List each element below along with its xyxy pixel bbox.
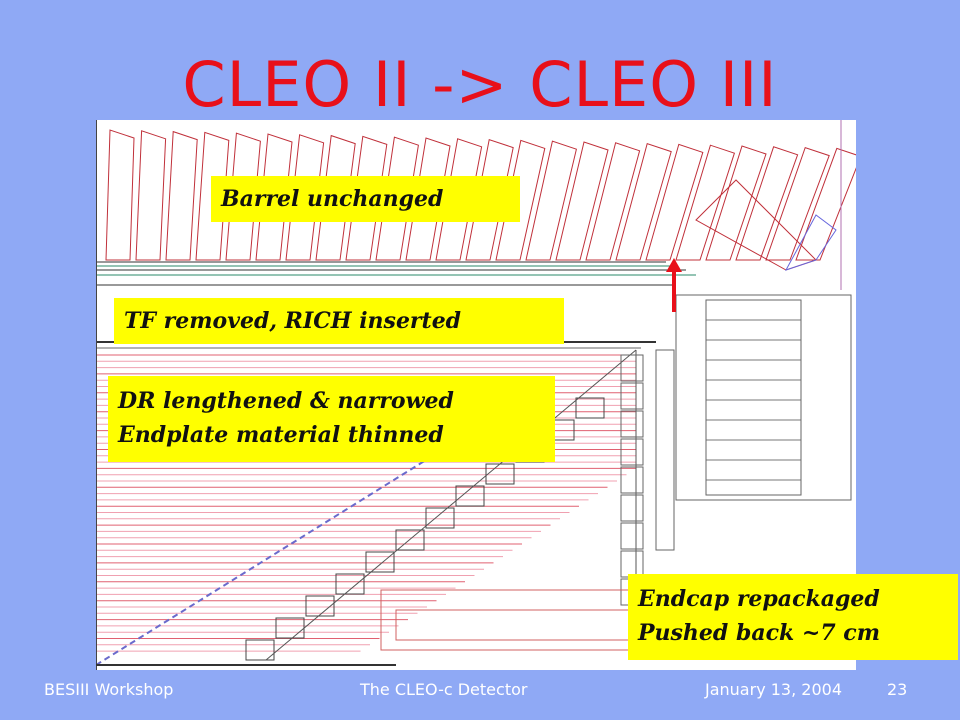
endplate-block (620, 494, 644, 522)
footer-left: BESIII Workshop (44, 680, 174, 699)
endplate-block (620, 522, 644, 550)
barrel-crystal (225, 132, 261, 261)
endplate-step (305, 595, 335, 617)
beam-line (96, 459, 427, 666)
endplate-step (395, 529, 425, 551)
endplate-block (620, 382, 644, 410)
barrel-crystal (705, 145, 767, 261)
barrel-crystal (555, 141, 609, 261)
up-arrow-icon (666, 258, 682, 312)
endplate-step (335, 573, 365, 595)
slide-title: CLEO II -> CLEO III (182, 48, 778, 121)
barrel-crystal (105, 129, 135, 261)
barrel-crystal (645, 143, 704, 261)
endplate-step (245, 639, 275, 661)
endcap-box (675, 294, 852, 501)
dr-label-line2: Endplate material thinned (118, 422, 444, 448)
endplate-block (620, 438, 644, 466)
endcap-label-line1: Endcap repackaged (638, 586, 880, 612)
barrel-crystal (615, 142, 672, 261)
tf-label-text: TF removed, RICH inserted (124, 308, 462, 334)
barrel-crystal (735, 146, 799, 261)
barrel-crystal (795, 147, 856, 261)
barrel-label-text: Barrel unchanged (221, 186, 444, 212)
tf-label: TF removed, RICH inserted (114, 298, 564, 344)
endplate-step (455, 485, 485, 507)
dr-label-line1: DR lengthened & narrowed (118, 388, 454, 414)
endplate-step (275, 617, 305, 639)
endplate-block (620, 354, 644, 382)
barrel-crystal (165, 130, 198, 261)
barrel-crystal (765, 146, 830, 261)
misc-outlines (96, 120, 842, 670)
endplate-edge (265, 349, 637, 661)
endplate-step (365, 551, 395, 573)
barrel-crystal (675, 144, 736, 261)
dr-label: DR lengthened & narrowed Endplate materi… (108, 376, 555, 462)
endplate-block (620, 410, 644, 438)
barrel-crystal (135, 130, 167, 261)
endplate-step (575, 397, 605, 419)
barrel-label: Barrel unchanged (211, 176, 520, 222)
barrel-crystal (695, 179, 817, 271)
endcap-structure (380, 294, 852, 651)
endcap-label-line2: Pushed back ~7 cm (638, 620, 880, 646)
endcap-outline (395, 609, 657, 641)
barrel-crystal (585, 142, 641, 261)
footer-right: January 13, 2004 (705, 680, 842, 699)
detector-cross-section (96, 120, 856, 670)
barrel-crystal (525, 140, 577, 261)
barrel-crystal (784, 214, 837, 271)
endplate-steps (245, 349, 644, 661)
barrel-crystal (195, 131, 230, 261)
endplate-step (425, 507, 455, 529)
endplate-block (620, 466, 644, 494)
footer-center: The CLEO-c Detector (360, 680, 528, 699)
arrow-head (666, 258, 682, 272)
endcap-support (655, 349, 675, 551)
footer-page-number: 23 (887, 680, 908, 699)
endcap-label: Endcap repackaged Pushed back ~7 cm (628, 574, 958, 660)
endcap-box (705, 299, 802, 496)
